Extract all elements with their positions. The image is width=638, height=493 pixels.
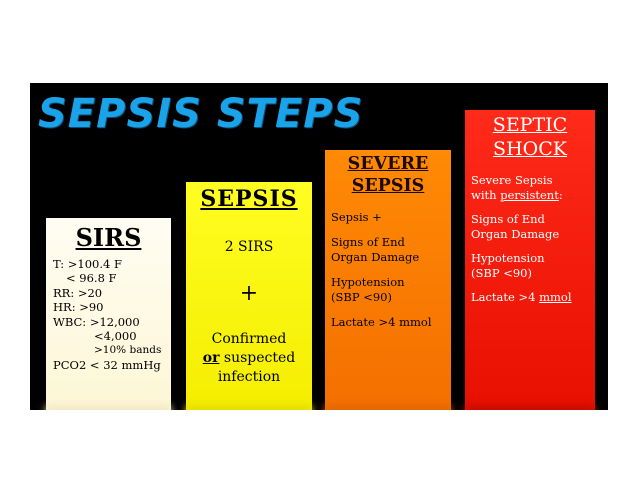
sirs-line: PCO2 < 32 mmHg: [53, 357, 161, 372]
sirs-line: < 96.8 F: [66, 271, 117, 286]
shock-line: Hypotension(SBP <90): [471, 251, 545, 280]
sirs-line: RR: >20: [53, 285, 103, 300]
severe-line: Lactate >4 mmol: [331, 315, 432, 329]
severe-line: Sepsis +: [331, 210, 382, 224]
sepsis-infection-text: Confirmed or suspected infection: [202, 331, 296, 385]
sirs-line: <4,000: [94, 329, 137, 344]
sirs-line: WBC: >12,000: [53, 314, 140, 329]
sirs-line: >10% bands: [94, 344, 162, 357]
sepsis-heading: SEPSIS: [200, 186, 298, 212]
sirs-line: T: >100.4 F: [53, 257, 122, 271]
severe-sepsis-heading: SEVERE SEPSIS: [347, 154, 429, 196]
slide: SEPSIS STEPS SIRS T: >100.4 F < 96.8 F R…: [30, 83, 608, 410]
sirs-heading: SIRS: [75, 223, 142, 252]
sirs-column: SIRS T: >100.4 F < 96.8 F RR: >20 HR: >9…: [46, 218, 171, 410]
septic-shock-heading: SEPTIC SHOCK: [492, 114, 568, 160]
shock-line: Lactate >4 mmol: [471, 290, 572, 304]
severe-line: Hypotension(SBP <90): [331, 275, 405, 304]
sirs-criteria-list: T: >100.4 F < 96.8 F RR: >20 HR: >90 WBC…: [53, 257, 161, 372]
plus-sign: +: [239, 281, 259, 306]
sepsis-criteria: 2 SIRS: [224, 239, 274, 255]
sirs-line: HR: >90: [53, 300, 104, 315]
sepsis-column: SEPSIS 2 SIRS + Confirmed or suspected i…: [186, 182, 312, 410]
slide-title: SEPSIS STEPS: [38, 91, 364, 137]
